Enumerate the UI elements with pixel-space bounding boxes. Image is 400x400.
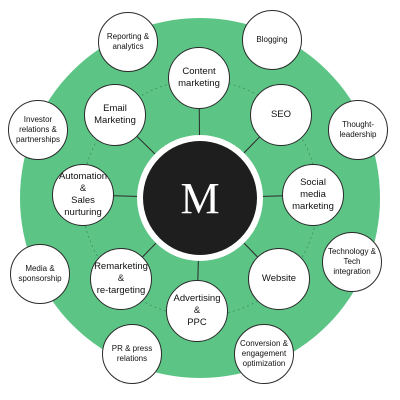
node-pr-press-relations[interactable]: PR & press relations	[102, 324, 162, 384]
node-automation-sales-nurturing[interactable]: Automation & Sales nurturing	[52, 164, 114, 226]
node-email-marketing[interactable]: Email Marketing	[84, 84, 146, 146]
node-label: Reporting & analytics	[106, 32, 150, 51]
node-label: Thought-leadership	[339, 120, 377, 139]
node-label: Remarketing & re-targeting	[94, 261, 148, 296]
node-website[interactable]: Website	[248, 248, 310, 310]
node-reporting-analytics[interactable]: Reporting & analytics	[98, 12, 158, 72]
node-label: Website	[261, 273, 297, 285]
node-investor-relations[interactable]: Investor relations & partnerships	[8, 100, 68, 160]
node-label: Media & sponsorship	[18, 264, 62, 283]
node-conversion-optimization[interactable]: Conversion & engagement optimization	[234, 324, 294, 384]
node-technology-integration[interactable]: Technology & Tech integration	[322, 232, 382, 292]
node-label: Email Marketing	[94, 103, 136, 126]
node-label: SEO	[270, 109, 292, 121]
node-content-marketing[interactable]: Content marketing	[168, 47, 230, 109]
node-label: Automation & Sales nurturing	[58, 171, 108, 218]
node-label: PR & press relations	[111, 344, 153, 363]
node-label: Investor relations & partnerships	[15, 115, 61, 144]
node-seo[interactable]: SEO	[250, 84, 312, 146]
hub-logo-letter: M	[180, 173, 220, 223]
hub-disc	[143, 141, 257, 255]
node-label: Social media marketing	[292, 177, 334, 212]
node-label: Conversion & engagement optimization	[239, 339, 289, 368]
node-label: Advertising & PPC	[173, 293, 221, 328]
node-remarketing[interactable]: Remarketing & re-targeting	[90, 248, 152, 310]
node-thought-leadership[interactable]: Thought-leadership	[328, 100, 388, 160]
node-label: Technology & Tech integration	[327, 247, 377, 276]
node-label: Blogging	[256, 35, 288, 44]
node-media-sponsorship[interactable]: Media & sponsorship	[10, 244, 70, 304]
node-label: Content marketing	[178, 66, 220, 89]
node-advertising-ppc[interactable]: Advertising & PPC	[166, 280, 228, 342]
node-blogging[interactable]: Blogging	[242, 10, 302, 70]
node-social-media-marketing[interactable]: Social media marketing	[282, 164, 344, 226]
